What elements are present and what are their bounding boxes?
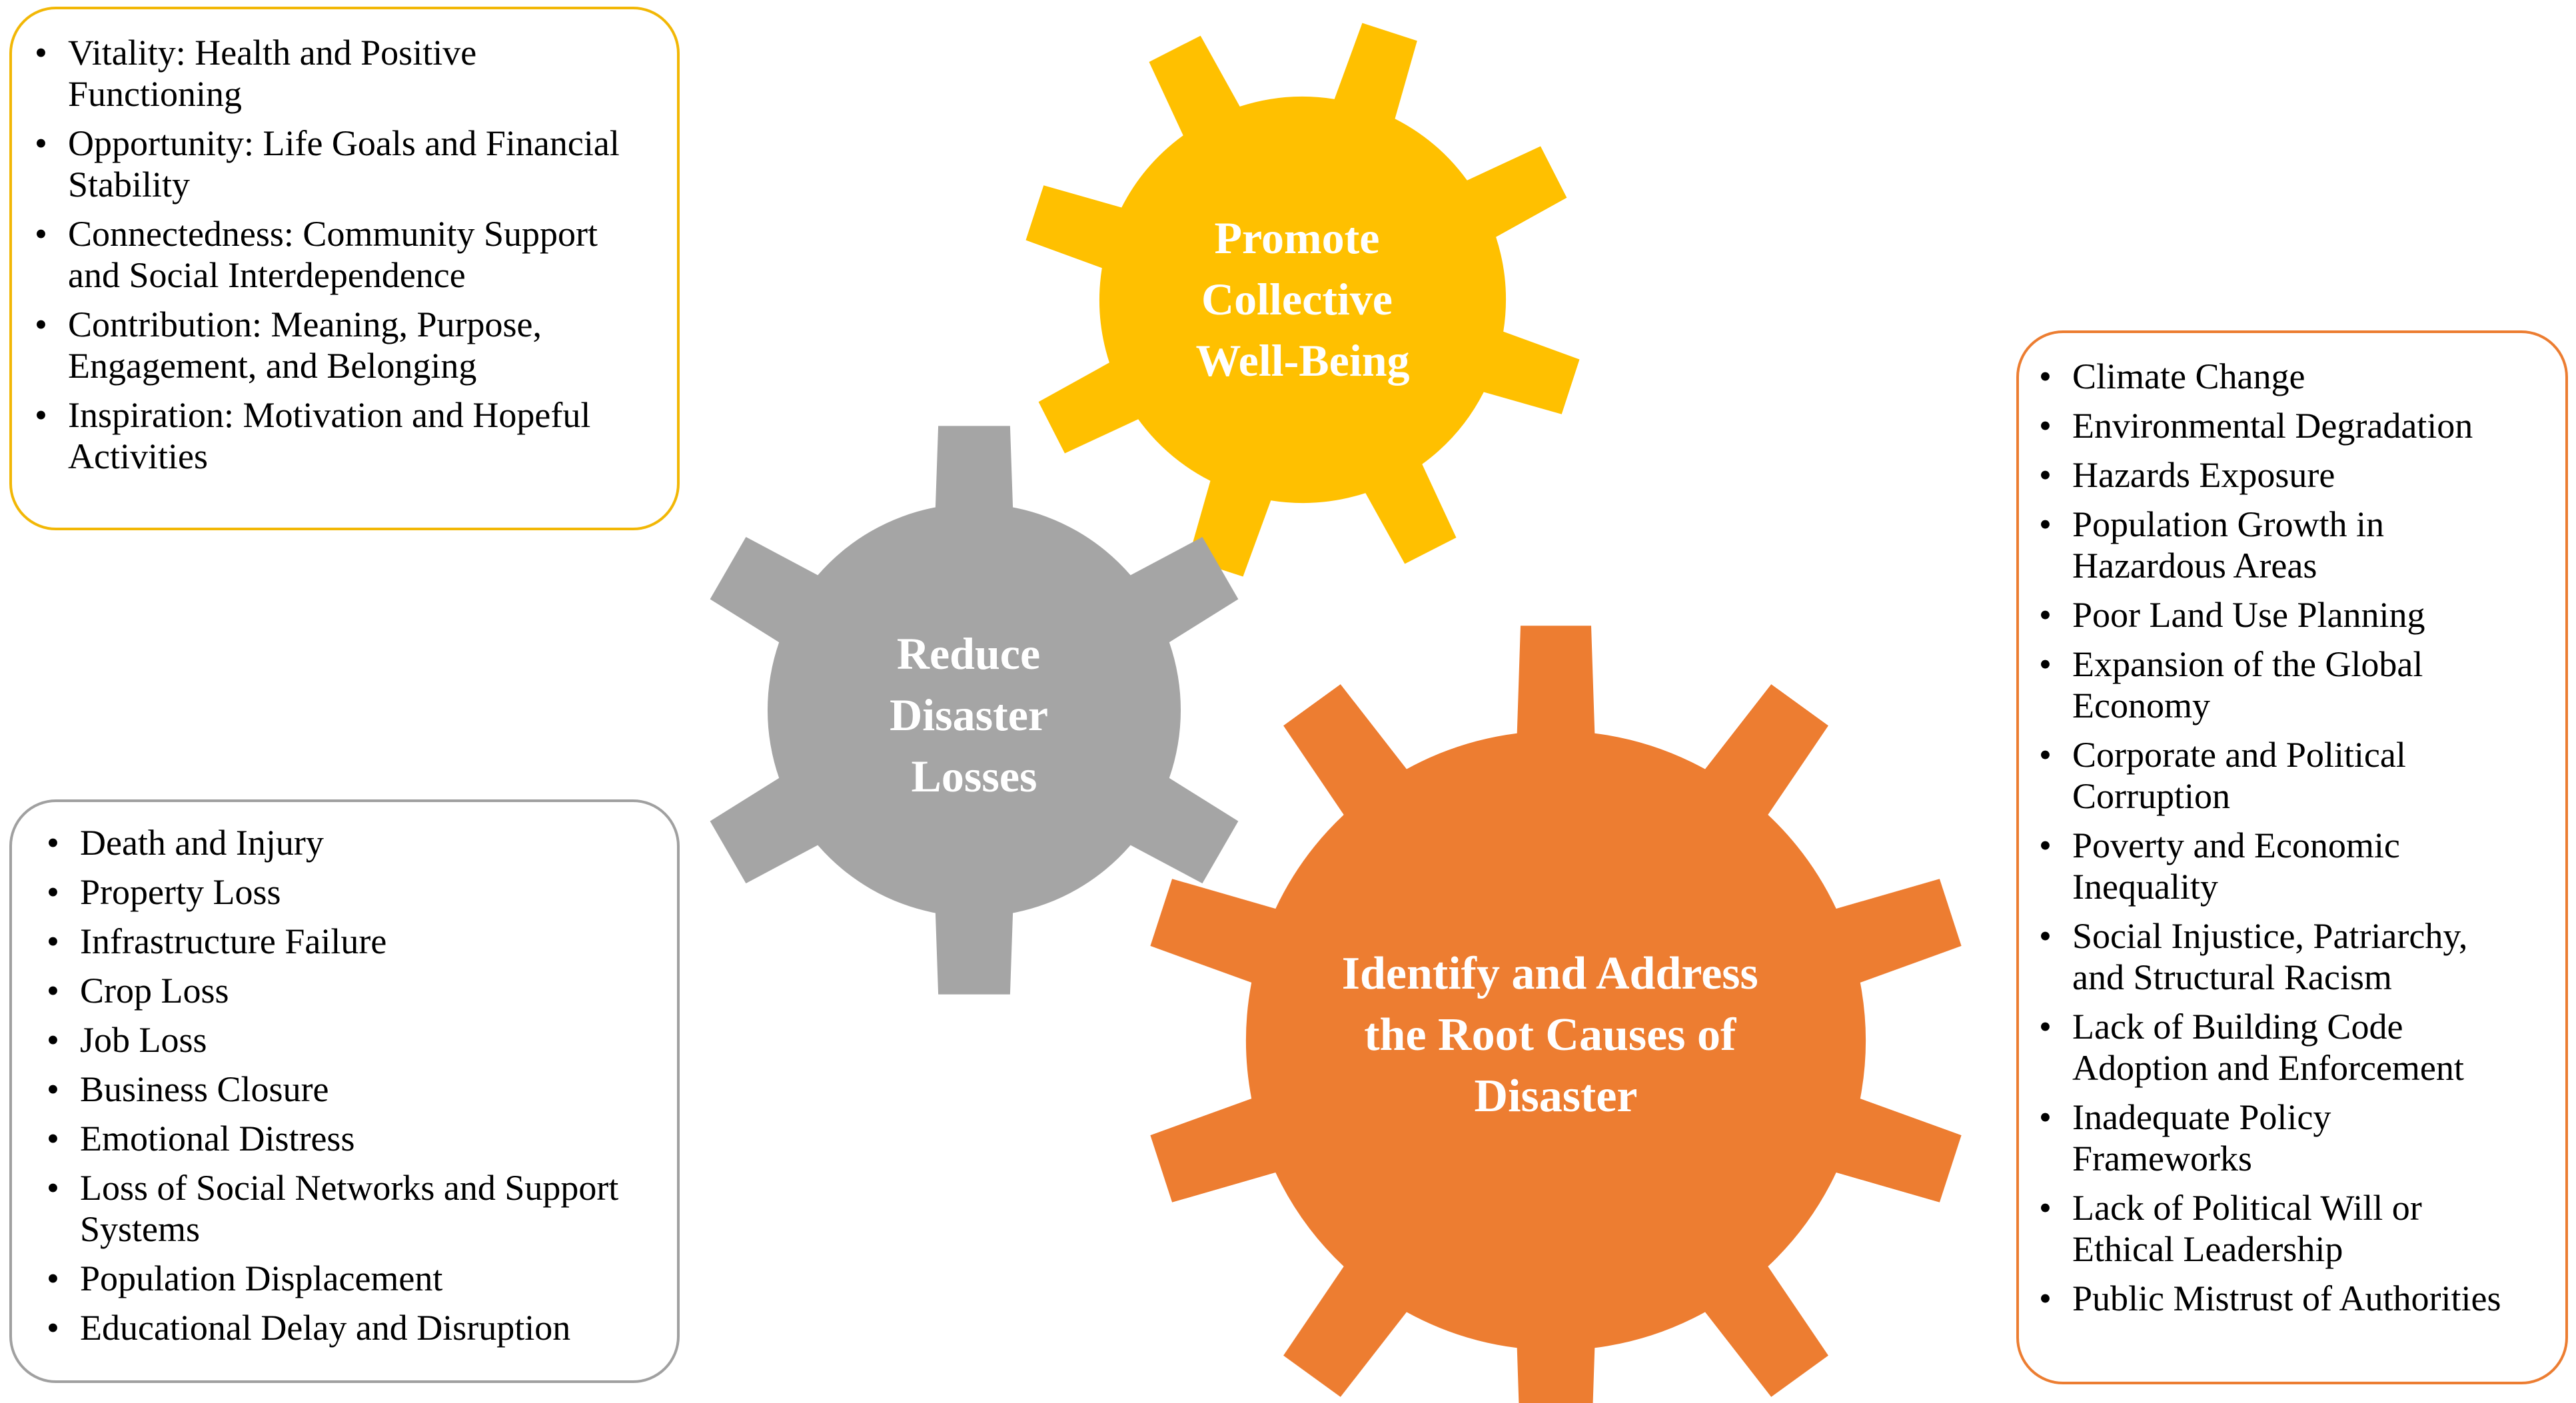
gear-causes-label-line: Identify and Address	[1342, 948, 1758, 999]
list-item-text: Job Loss	[80, 1020, 207, 1060]
list-item-text: Economy	[2072, 686, 2210, 725]
list-item-text: Educational Delay and Disruption	[80, 1308, 571, 1348]
list-item: Contribution: Meaning, Purpose,Engagemen…	[24, 304, 664, 386]
list-item-text: Connectedness: Community Support	[68, 214, 598, 254]
gear-causes: Identify and Address the Root Causes of …	[1150, 626, 1962, 1403]
list-item: Loss of Social Networks and SupportSyste…	[36, 1167, 664, 1250]
list-item: Hazards Exposure	[2028, 454, 2557, 496]
list-item-text: Population Displacement	[80, 1258, 443, 1298]
list-item-text: Functioning	[68, 74, 243, 114]
root-causes-list-box: Climate ChangeEnvironmental DegradationH…	[2016, 330, 2568, 1384]
list-item: Climate Change	[2028, 356, 2557, 397]
list-item-text: and Social Interdependence	[68, 255, 466, 295]
list-item-text: Business Closure	[80, 1069, 329, 1109]
list-item-text: Death and Injury	[80, 823, 324, 863]
list-item-text: Population Growth in	[2072, 504, 2384, 544]
list-item: Public Mistrust of Authorities	[2028, 1278, 2557, 1319]
list-item-text: Corruption	[2072, 776, 2230, 816]
list-item-text: Frameworks	[2072, 1139, 2252, 1178]
list-item-text: Climate Change	[2072, 356, 2305, 396]
list-item: Educational Delay and Disruption	[36, 1307, 664, 1348]
list-item-text: Inadequate Policy	[2072, 1097, 2331, 1137]
gear-wellbeing-label-line: Well-Being	[1195, 335, 1409, 386]
list-item: Infrastructure Failure	[36, 921, 664, 962]
list-item-text: Inspiration: Motivation and Hopeful	[68, 395, 591, 435]
list-item: Crop Loss	[36, 970, 664, 1011]
list-item-text: Contribution: Meaning, Purpose,	[68, 304, 542, 344]
gear-wellbeing-shape	[1025, 23, 1580, 577]
list-item: Emotional Distress	[36, 1118, 664, 1159]
list-item: Business Closure	[36, 1069, 664, 1110]
gear-causes-label-line: Disaster	[1475, 1071, 1638, 1122]
list-item: Property Loss	[36, 871, 664, 913]
list-item: Poor Land Use Planning	[2028, 594, 2557, 636]
gear-wellbeing: Promote Collective Well-Being	[1025, 23, 1580, 577]
list-item: Environmental Degradation	[2028, 405, 2557, 446]
gear-losses-shape	[710, 426, 1239, 995]
list-item-text: Lack of Building Code	[2072, 1007, 2403, 1047]
gear-causes-label: Identify and Address the Root Causes of …	[1342, 948, 1770, 1122]
gear-losses-label: Reduce Disaster Losses	[890, 628, 1059, 801]
list-item: Social Injustice, Patriarchy,and Structu…	[2028, 915, 2557, 998]
list-item-text: Engagement, and Belonging	[68, 346, 477, 386]
list-item-text: Inequality	[2072, 867, 2218, 907]
list-item-text: Emotional Distress	[80, 1119, 355, 1159]
list-item-text: Lack of Political Will or	[2072, 1188, 2422, 1228]
root-causes-list: Climate ChangeEnvironmental DegradationH…	[2028, 356, 2557, 1319]
list-item-text: Hazardous Areas	[2072, 546, 2317, 586]
list-item-text: Expansion of the Global	[2072, 644, 2423, 684]
gear-losses-label-line: Disaster	[890, 690, 1047, 740]
list-item-text: Corporate and Political	[2072, 735, 2406, 775]
gear-losses: Reduce Disaster Losses	[710, 426, 1239, 995]
list-item-text: Crop Loss	[80, 971, 229, 1011]
list-item-text: Adoption and Enforcement	[2072, 1048, 2464, 1088]
list-item-text: Poor Land Use Planning	[2072, 595, 2425, 635]
list-item-text: Ethical Leadership	[2072, 1229, 2343, 1269]
list-item: Population Displacement	[36, 1258, 664, 1299]
list-item-text: Infrastructure Failure	[80, 921, 387, 961]
list-item: Inspiration: Motivation and HopefulActiv…	[24, 394, 664, 477]
list-item-text: Opportunity: Life Goals and Financial	[68, 123, 620, 163]
list-item: Death and Injury	[36, 822, 664, 863]
list-item-text: Vitality: Health and Positive	[68, 33, 477, 73]
wellbeing-list: Vitality: Health and PositiveFunctioning…	[24, 32, 664, 477]
gear-causes-label-line: the Root Causes of	[1364, 1009, 1736, 1061]
list-item-text: Public Mistrust of Authorities	[2072, 1278, 2501, 1318]
list-item-text: and Structural Racism	[2072, 957, 2392, 997]
losses-list-box: Death and InjuryProperty LossInfrastruct…	[9, 799, 680, 1383]
gear-losses-label-line: Reduce	[897, 628, 1040, 679]
gear-losses-label-line: Losses	[912, 751, 1037, 801]
gear-causes-shape	[1150, 626, 1962, 1403]
list-item-text: Environmental Degradation	[2072, 406, 2473, 446]
list-item: Opportunity: Life Goals and FinancialSta…	[24, 123, 664, 205]
gear-wellbeing-label-line: Collective	[1201, 274, 1393, 324]
list-item-text: Hazards Exposure	[2072, 455, 2335, 495]
list-item-text: Loss of Social Networks and Support	[80, 1168, 619, 1208]
list-item-text: Social Injustice, Patriarchy,	[2072, 916, 2468, 956]
list-item-text: Activities	[68, 436, 208, 476]
gear-wellbeing-label-line: Promote	[1215, 213, 1380, 263]
list-item-text: Poverty and Economic	[2072, 825, 2400, 865]
gear-wellbeing-label: Promote Collective Well-Being	[1195, 213, 1409, 386]
wellbeing-list-box: Vitality: Health and PositiveFunctioning…	[9, 7, 680, 530]
losses-list: Death and InjuryProperty LossInfrastruct…	[36, 822, 664, 1348]
list-item-text: Property Loss	[80, 872, 281, 912]
list-item-text: Systems	[80, 1209, 201, 1249]
list-item: Job Loss	[36, 1019, 664, 1061]
list-item-text: Stability	[68, 165, 191, 205]
